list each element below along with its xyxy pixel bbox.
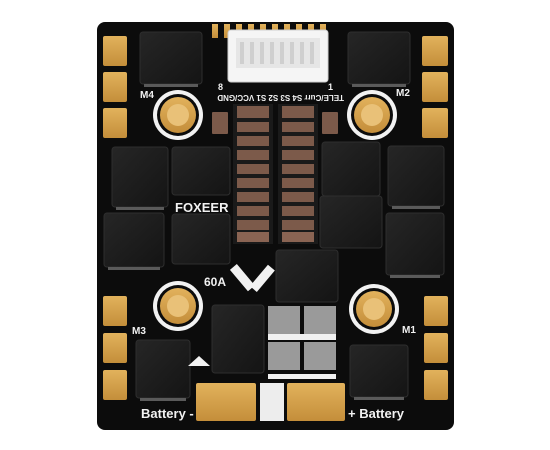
mounting-hole-bl	[153, 281, 203, 331]
connector-signal-label: TELE/Curr S4 S3 S2 S1 VCC/GND	[217, 93, 344, 102]
motor-pads-m3	[103, 296, 127, 400]
mosfet-chips	[103, 31, 445, 399]
motor-label-m4: M4	[140, 90, 154, 101]
motor-label-m2: M2	[396, 88, 410, 99]
jst-connector	[227, 29, 329, 83]
motor-pads-m1	[424, 296, 448, 400]
mounting-hole-tl	[153, 90, 203, 140]
small-side-capacitors	[212, 112, 338, 134]
battery-negative-label: Battery -	[141, 406, 194, 421]
motor-pads-m4	[103, 36, 127, 138]
motor-pads-m2	[422, 36, 448, 138]
brand-label: FOXEER	[175, 200, 229, 215]
battery-pads	[196, 383, 345, 421]
mosfet-pins	[108, 84, 440, 401]
mounting-hole-br	[349, 284, 399, 334]
connector-pin8-label: 8	[218, 82, 223, 92]
direction-arrow	[188, 356, 210, 366]
capacitors-right	[282, 106, 314, 242]
foxeer-x-logo	[229, 264, 275, 292]
current-rating-label: 60A	[204, 275, 226, 289]
connector-pin1-label: 1	[328, 82, 333, 92]
mounting-hole-tr	[347, 90, 397, 140]
test-pad-grid	[268, 306, 336, 379]
motor-label-m3: M3	[132, 326, 146, 337]
capacitors-left	[237, 106, 269, 242]
battery-positive-label: + Battery	[348, 406, 405, 421]
motor-label-m1: M1	[402, 325, 416, 336]
